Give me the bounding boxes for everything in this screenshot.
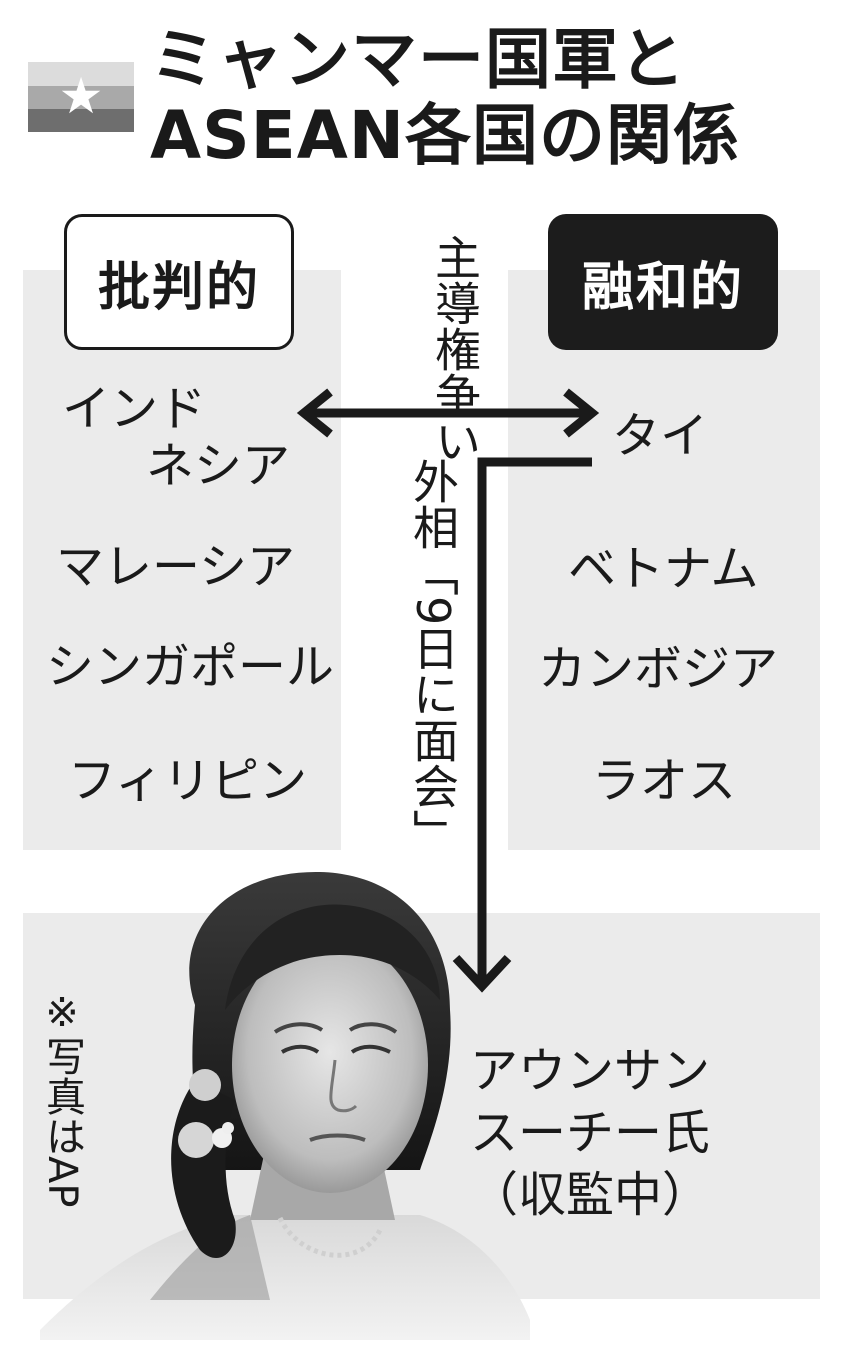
country-singapore: シンガポール xyxy=(46,639,335,695)
title-line-1: ミャンマー国軍と xyxy=(150,21,686,98)
meeting-arrow-line xyxy=(477,457,592,985)
person-name-line2: スーチー氏 xyxy=(470,1105,711,1161)
country-indonesia-line1: インド xyxy=(62,381,207,437)
arrow-head-right-icon xyxy=(563,388,600,438)
foreign-minister-meeting-label: 外相「9日に面会」 xyxy=(406,458,460,856)
leadership-struggle-label: 主導権争い xyxy=(428,234,482,464)
title-line-2: ASEAN各国の関係 xyxy=(150,97,741,174)
country-laos: ラオス xyxy=(592,753,737,809)
country-indonesia-line2: ネシア xyxy=(146,438,291,494)
country-thailand: タイ xyxy=(612,408,709,464)
photo-credit: ※写真はAP xyxy=(39,990,85,1208)
arrow-head-down-icon xyxy=(452,954,512,993)
conciliatory-group-panel xyxy=(508,270,820,850)
country-philippines: フィリピン xyxy=(68,753,308,809)
star-icon: ★ xyxy=(58,67,104,125)
page-title: ミャンマー国軍と ASEAN各国の関係 xyxy=(150,22,740,174)
person-name-line1: アウンサン xyxy=(470,1043,711,1099)
person-status: （収監中） xyxy=(470,1167,711,1223)
arrow-head-left-icon xyxy=(296,388,333,438)
person-caption: アウンサン スーチー氏 （収監中） xyxy=(470,1040,710,1226)
conciliatory-badge: 融和的 xyxy=(548,214,778,350)
critical-group-panel xyxy=(23,270,341,850)
country-cambodia: カンボジア xyxy=(538,641,779,697)
country-vietnam: ベトナム xyxy=(568,541,759,597)
country-malaysia: マレーシア xyxy=(56,539,296,595)
critical-badge: 批判的 xyxy=(64,214,294,350)
myanmar-flag-icon: ★ xyxy=(28,62,134,132)
